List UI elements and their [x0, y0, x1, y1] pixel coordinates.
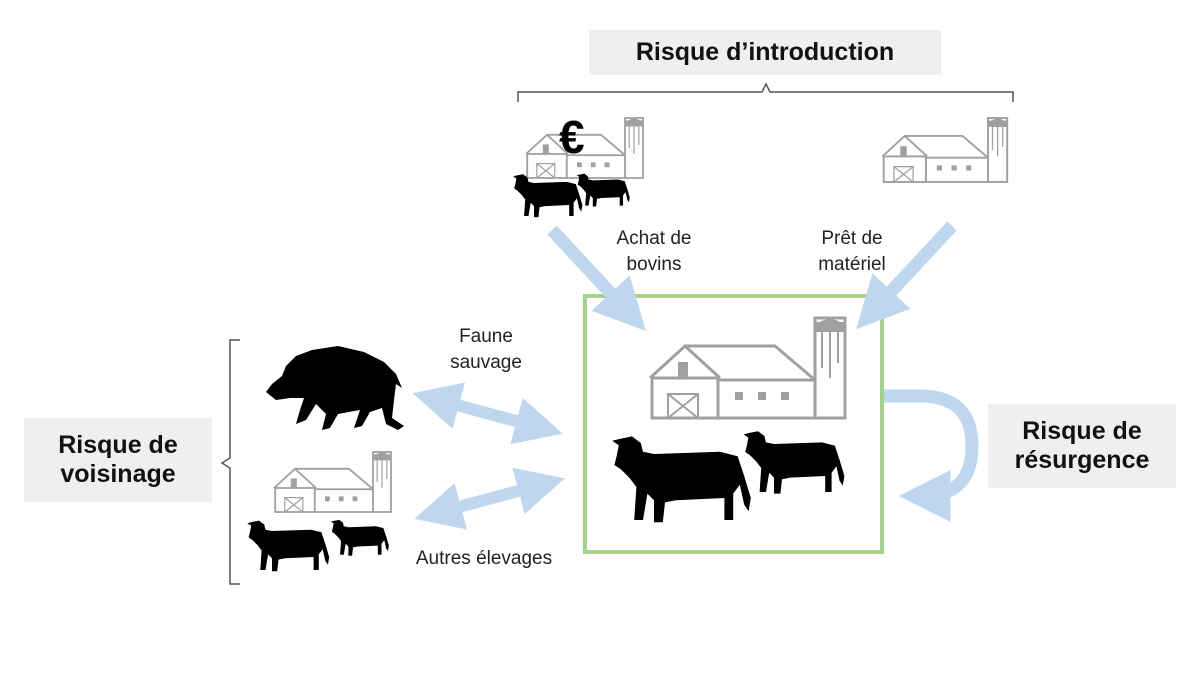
central-farm-box: [583, 294, 884, 554]
arrow-autres: [414, 467, 565, 530]
label-risque-introduction: Risque d’introduction: [589, 30, 941, 75]
caption-achat-bovins: Achat de bovins: [594, 226, 714, 277]
cow-central-2-icon: [743, 431, 845, 494]
label-risque-voisinage: Risque de voisinage: [24, 418, 212, 502]
label-resurgence-line1: Risque de: [1022, 416, 1142, 445]
label-voisinage-line2: voisinage: [60, 460, 176, 488]
caption-autres-text: Autres élevages: [415, 548, 553, 569]
arrow-pret: [856, 221, 957, 330]
farm-pret-icon: [881, 117, 1009, 183]
farm-central-icon: [648, 316, 847, 420]
arrow-achat: [547, 225, 646, 332]
caption-pret-materiel: Prêt de matériel: [792, 226, 912, 277]
label-voisinage-line1: Risque de: [58, 430, 178, 459]
caption-faune-sauvage: Faune sauvage: [426, 324, 546, 375]
caption-faune-line2: sauvage: [450, 351, 522, 373]
label-resurgence-line2: résurgence: [1014, 446, 1150, 474]
farm-autres-icon: [273, 451, 392, 513]
caption-pret-line2: matériel: [818, 253, 886, 275]
cow-central-1-icon: [612, 436, 751, 523]
cow-achat-1-icon: [513, 174, 583, 218]
arrow-faune: [412, 382, 563, 445]
cow-autres-1-icon: [247, 520, 330, 572]
caption-achat-line2: bovins: [626, 253, 682, 275]
caption-autres-elevages: Autres élevages: [388, 546, 580, 572]
boar-icon: [266, 346, 404, 430]
label-introduction-text: Risque d’introduction: [635, 37, 895, 66]
caption-pret-line1: Prêt de: [821, 228, 883, 249]
caption-faune-line1: Faune: [459, 326, 513, 347]
label-risque-resurgence: Risque de résurgence: [988, 404, 1176, 488]
euro-icon: €: [559, 111, 585, 163]
arrow-resurgence: [884, 389, 979, 522]
top-brace-icon: [517, 82, 1014, 102]
caption-achat-line1: Achat de: [616, 228, 692, 249]
left-brace-icon: [220, 339, 240, 585]
cow-autres-2-icon: [330, 519, 389, 556]
